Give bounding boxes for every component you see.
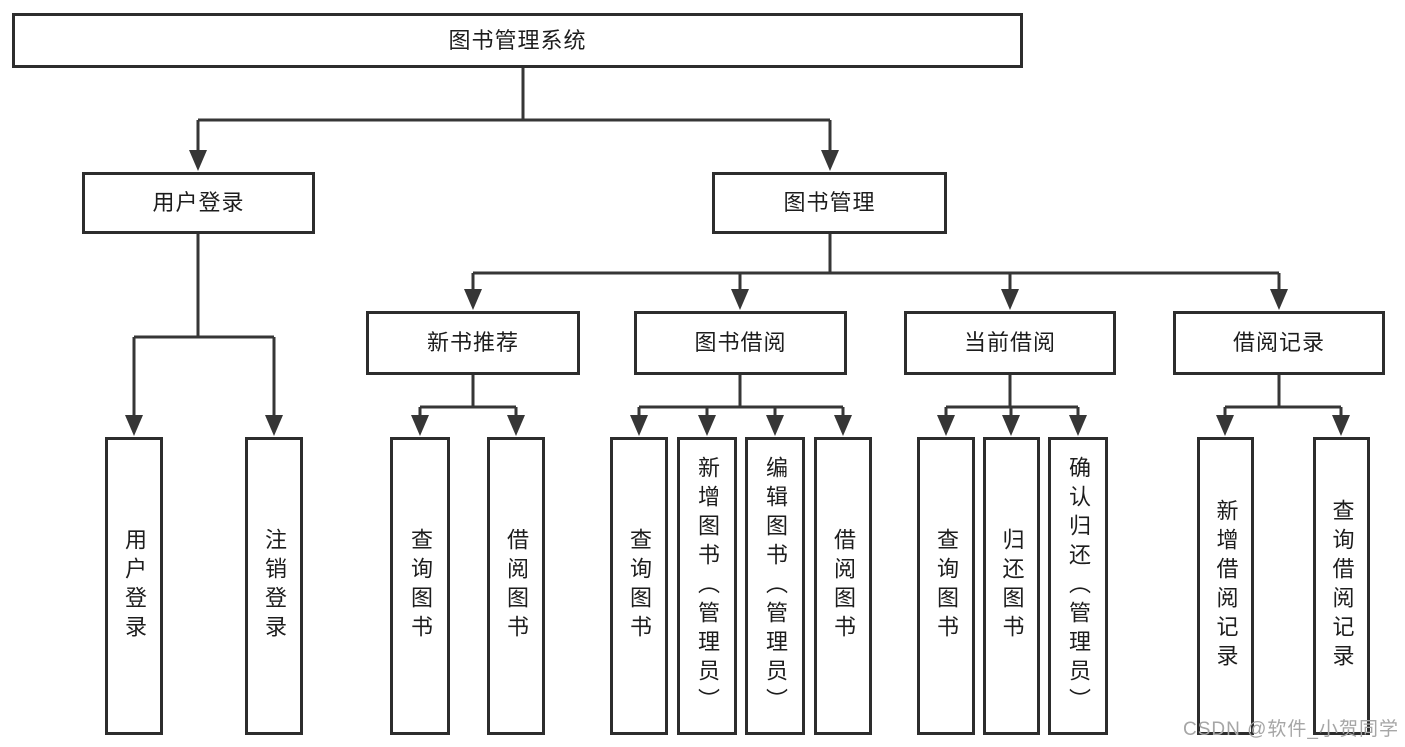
leaf-add-borrow-record: 新增借阅记录	[1197, 437, 1254, 735]
node-book-management: 图书管理	[712, 172, 947, 234]
leaf-query-borrow-record-label: 查询借阅记录	[1329, 499, 1355, 673]
leaf-borrow-books-label: 借阅图书	[831, 528, 856, 644]
leaf-query-books-recommend: 查询图书	[390, 437, 450, 735]
leaf-user-login: 用户登录	[105, 437, 163, 735]
node-current-borrowing-label: 当前借阅	[963, 330, 1056, 355]
node-new-book-recommendation: 新书推荐	[366, 311, 580, 375]
leaf-query-books-recommend-label: 查询图书	[408, 528, 433, 644]
leaf-confirm-return-admin: 确认归还（管理员）	[1048, 437, 1108, 735]
node-book-borrowing: 图书借阅	[634, 311, 847, 375]
leaf-query-books-current-label: 查询图书	[934, 528, 959, 644]
leaf-edit-books-admin: 编辑图书（管理员）	[745, 437, 805, 735]
leaf-return-books-label: 归还图书	[999, 528, 1025, 644]
node-current-borrowing: 当前借阅	[904, 311, 1116, 375]
leaf-query-books-current: 查询图书	[917, 437, 975, 735]
leaf-query-books-borrow: 查询图书	[610, 437, 668, 735]
leaf-user-login-label: 用户登录	[122, 528, 147, 644]
node-book-borrowing-label: 图书借阅	[694, 330, 787, 355]
leaf-confirm-return-admin-label: 确认归还（管理员）	[1066, 455, 1091, 717]
node-borrowing-records: 借阅记录	[1173, 311, 1385, 375]
node-new-book-recommendation-label: 新书推荐	[426, 330, 519, 355]
leaf-query-books-borrow-label: 查询图书	[627, 528, 652, 644]
node-user-login-label: 用户登录	[152, 190, 245, 215]
leaf-add-books-admin: 新增图书（管理员）	[677, 437, 737, 735]
leaf-borrow-books-recommend: 借阅图书	[487, 437, 545, 735]
leaf-edit-books-admin-label: 编辑图书（管理员）	[763, 455, 788, 717]
leaf-logout-login: 注销登录	[245, 437, 303, 735]
leaf-borrow-books-recommend-label: 借阅图书	[504, 528, 529, 644]
node-borrowing-records-label: 借阅记录	[1232, 330, 1325, 355]
node-root: 图书管理系统	[12, 13, 1023, 68]
node-root-label: 图书管理系统	[448, 27, 587, 53]
csdn-watermark: CSDN @软件_小贺同学	[1183, 719, 1399, 740]
leaf-borrow-books: 借阅图书	[814, 437, 872, 735]
node-user-login: 用户登录	[82, 172, 315, 234]
leaf-logout-login-label: 注销登录	[262, 528, 287, 644]
leaf-query-borrow-record: 查询借阅记录	[1313, 437, 1370, 735]
leaf-add-borrow-record-label: 新增借阅记录	[1213, 499, 1239, 673]
leaf-add-books-admin-label: 新增图书（管理员）	[695, 455, 720, 717]
node-book-management-label: 图书管理	[783, 190, 876, 215]
leaf-return-books: 归还图书	[983, 437, 1040, 735]
